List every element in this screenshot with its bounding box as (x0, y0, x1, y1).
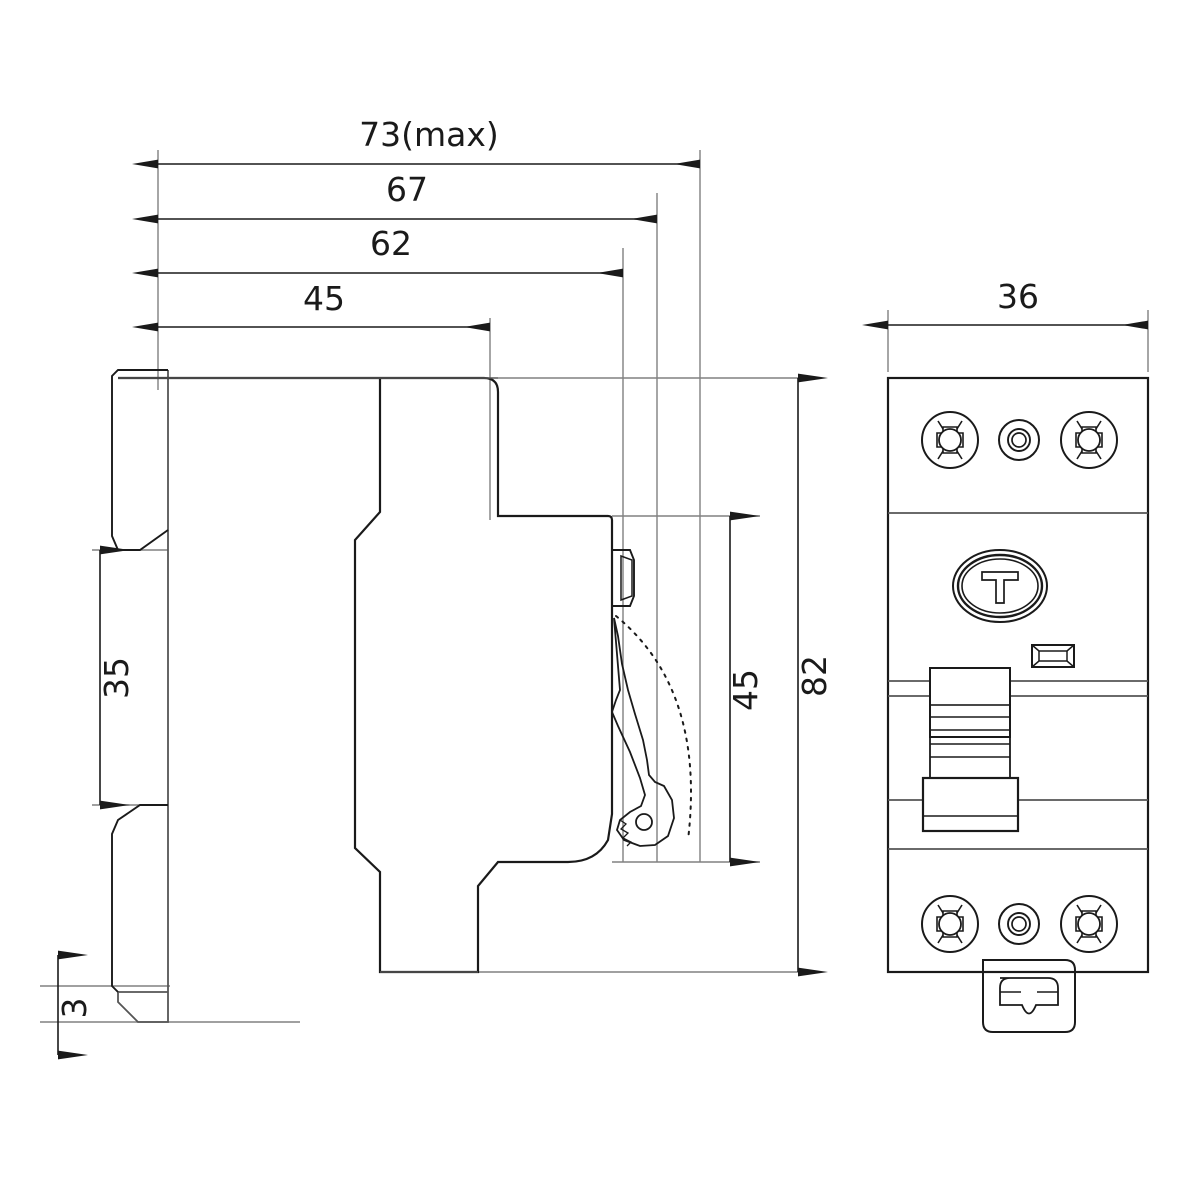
mounting-plate-lower-flange (111, 804, 168, 993)
side-elevation-view (111, 369, 692, 1023)
handle-boss-inner (620, 554, 633, 602)
screw-top-left-icon (921, 411, 979, 469)
lever-pivot-hole (635, 813, 653, 831)
horizontal-dimension-lines (132, 159, 1148, 332)
screw-bottom-center-icon (998, 903, 1040, 945)
handle-grip-serration (619, 819, 633, 847)
dim-36-label: 36 (997, 277, 1039, 316)
screw-bottom-left-icon (921, 895, 979, 953)
din-rail-mounting-plate (117, 370, 169, 1023)
dim-67-label: 67 (386, 170, 428, 209)
dim-35-label: 35 (97, 657, 136, 699)
body-outline (118, 376, 614, 974)
screw-top-center-icon (998, 419, 1040, 461)
handle-swing-arc (615, 615, 692, 841)
front-body-outline (886, 376, 1150, 974)
toggle-lever[interactable] (921, 667, 1020, 833)
dim-45-v-label: 45 (726, 669, 765, 711)
toggle-handle (611, 617, 675, 847)
dim-82-label: 82 (795, 655, 834, 697)
top-terminal-screws (921, 411, 1118, 469)
screw-top-right-icon (1060, 411, 1118, 469)
test-button-t-glyph (981, 571, 1019, 604)
dim-62-label: 62 (370, 224, 412, 263)
dimension-extension-lines (40, 150, 1149, 1023)
dim-73-max-label: 73(max) (359, 115, 499, 154)
mounting-plate-left-flange (111, 369, 169, 551)
dim-3-label: 3 (55, 998, 94, 1019)
screw-bottom-right-icon (1060, 895, 1118, 953)
handle-boss (611, 549, 635, 607)
bottom-terminal-screws (921, 895, 1118, 953)
test-button[interactable] (952, 549, 1048, 623)
vertical-dimension-lines (57, 373, 828, 1060)
indicator-window (1031, 644, 1075, 668)
dim-45-label: 45 (303, 279, 345, 318)
din-clip (982, 959, 1076, 1033)
front-elevation-view (886, 376, 1150, 1033)
